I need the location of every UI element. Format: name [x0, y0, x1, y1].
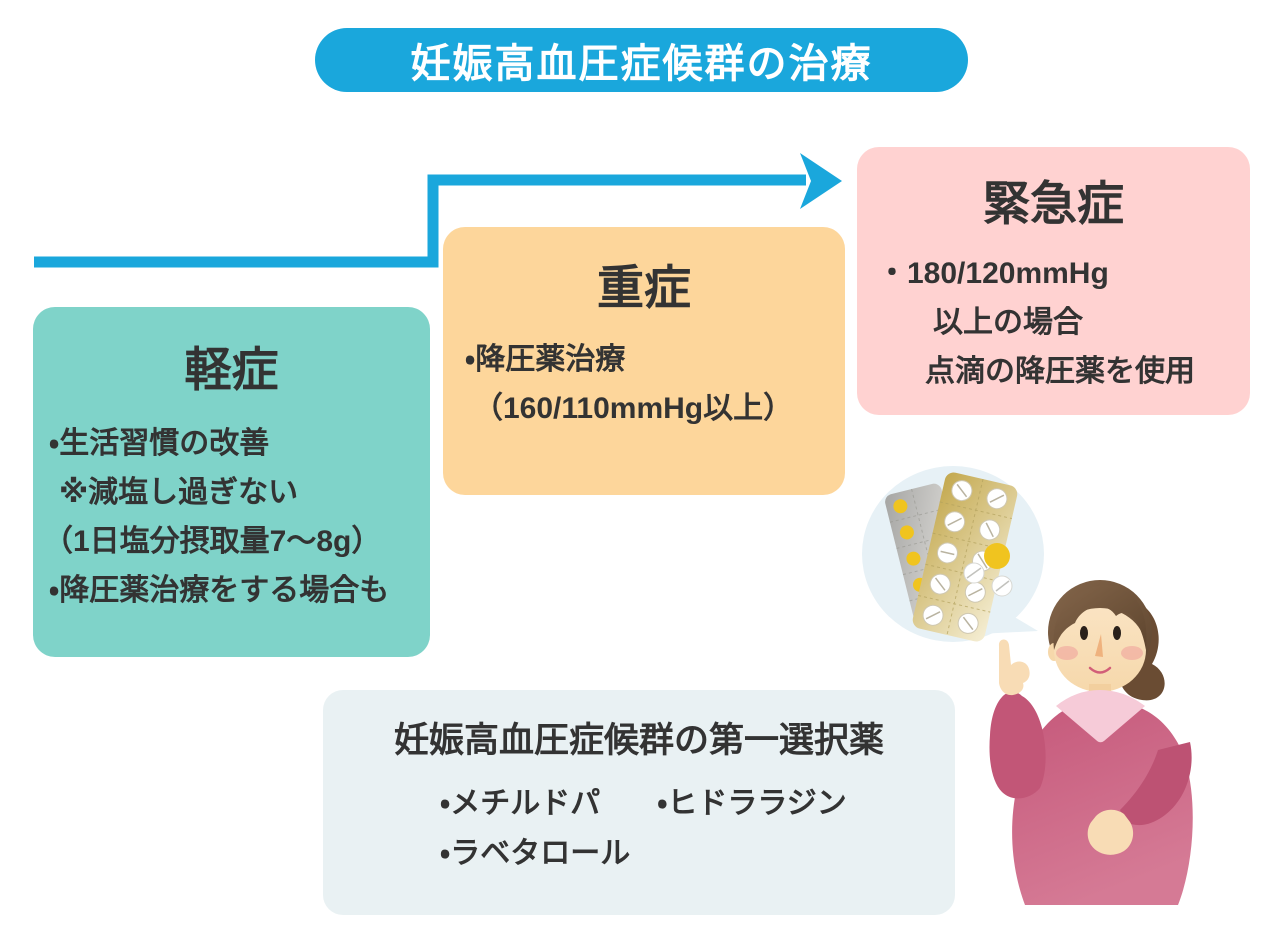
loose-pills-icon [963, 543, 1013, 597]
card-mild-line-1: ・生活習慣の改善 [49, 427, 270, 460]
card-emergency-line-2: 以上の場合 [933, 306, 1083, 339]
ponytail-hair [1116, 598, 1165, 701]
card-mild-title: 軽症 [184, 343, 279, 396]
right-blush [1121, 646, 1143, 660]
card-emergency-line-3: 点滴の降圧薬を使用 [925, 355, 1195, 388]
card-mild-line-2: ※減塩し過ぎない [59, 476, 299, 509]
drug-labetalol: ・ラベタロール [440, 837, 631, 870]
title-banner: 妊娠高血圧症候群の治療 [315, 28, 968, 92]
pregnant-woman [989, 580, 1193, 905]
card-mild: 軽症 ・生活習慣の改善 ※減塩し過ぎない （1日塩分摂取量7〜8g） ・降圧薬治… [33, 307, 430, 657]
card-mild-line-3: （1日塩分摂取量7〜8g） [43, 525, 382, 558]
first-choice-title: 妊娠高血圧症候群の第一選択薬 [393, 721, 884, 760]
card-emergency-body: ・180/120mmHg 以上の場合 点滴の降圧薬を使用 [877, 249, 1250, 396]
page-title: 妊娠高血圧症候群の治療 [410, 42, 873, 86]
blister-pack-silver-icon [885, 483, 971, 627]
left-eye [1080, 626, 1088, 640]
drug-methyldopa: ・メチルドパ [440, 787, 601, 820]
hair-back [1048, 580, 1152, 684]
card-emergency-line-1: ・180/120mmHg [877, 257, 1109, 290]
right-eye [1113, 626, 1121, 640]
card-severe-body: ・降圧薬治療 （160/110mmHg以上） [465, 335, 845, 433]
drug-row-1: ・メチルドパ ・ヒドララジン [440, 784, 955, 824]
drug-row-2: ・ラベタロール [440, 834, 955, 874]
blister-pack-gold-icon [912, 472, 1018, 642]
card-severe-line-1: ・降圧薬治療 [465, 343, 626, 376]
left-blush [1056, 646, 1078, 660]
first-choice-box: 妊娠高血圧症候群の第一選択薬 ・メチルドパ ・ヒドララジン ・ラベタロール [323, 690, 955, 915]
card-severe-line-2: （160/110mmHg以上） [473, 392, 794, 425]
drug-hydralazine: ・ヒドララジン [657, 787, 847, 820]
card-mild-body: ・生活習慣の改善 ※減塩し過ぎない （1日塩分摂取量7〜8g） ・降圧薬治療をす… [43, 419, 430, 615]
neck [1089, 684, 1111, 708]
nose [1095, 634, 1103, 657]
belly-arm-sleeve [1120, 742, 1192, 826]
belly-hand [1087, 809, 1134, 855]
pointing-hand [998, 639, 1030, 696]
first-choice-drugs: ・メチルドパ ・ヒドララジン ・ラベタロール [440, 784, 955, 874]
card-mild-line-4: ・降圧薬治療をする場合も [49, 574, 390, 607]
raised-arm-sleeve [989, 691, 1046, 799]
collar [1056, 690, 1145, 743]
arrowhead-icon [800, 153, 842, 209]
mouth [1088, 666, 1112, 674]
face [1054, 608, 1146, 692]
bangs-hair [1053, 585, 1147, 650]
ear [1048, 643, 1060, 661]
dress [1012, 700, 1193, 905]
card-emergency: 緊急症 ・180/120mmHg 以上の場合 点滴の降圧薬を使用 [857, 147, 1250, 415]
card-severe: 重症 ・降圧薬治療 （160/110mmHg以上） [443, 227, 845, 495]
card-severe-title: 重症 [597, 261, 691, 314]
card-emergency-title: 緊急症 [983, 177, 1124, 230]
medicine-speech-bubble [862, 466, 1044, 642]
